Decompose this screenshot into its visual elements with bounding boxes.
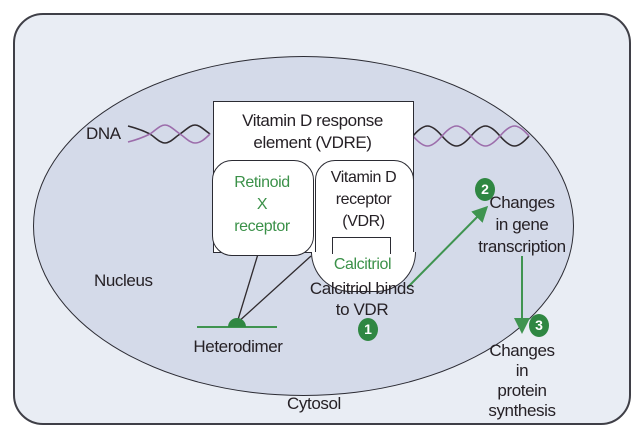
- arrow-step2: [407, 205, 489, 288]
- dna-helix-left-icon: [127, 124, 211, 144]
- calcitriol-binding-plug: [332, 237, 391, 254]
- vitamin-d-receptor-label: Vitamin D receptor (VDR): [330, 169, 397, 230]
- step-1-caption: Calcitriol binds to VDR: [309, 279, 415, 319]
- step-3-caption: Changes in protein synthesis: [488, 341, 556, 420]
- calcitriol-label: Calcitriol: [333, 256, 392, 273]
- heterodimer-label: Heterodimer: [193, 337, 283, 356]
- retinoid-x-receptor-box: [212, 160, 314, 256]
- step-2-badge: 2: [475, 178, 495, 201]
- step-1-badge: 1: [358, 318, 378, 341]
- retinoid-x-receptor-label: Retinoid X receptor: [234, 174, 290, 235]
- step-2-caption: Changes in gene transcription: [478, 193, 566, 256]
- step-3-badge: 3: [529, 314, 549, 337]
- cytosol-label: Cytosol: [287, 394, 341, 413]
- heterodimer-pointer-to-vdr: [236, 255, 312, 324]
- dna-label: DNA: [86, 124, 121, 143]
- vdre-title: Vitamin D response element (VDRE): [242, 111, 383, 152]
- dna-helix-right-icon: [412, 125, 530, 147]
- heterodimer-pointer-to-rxr: [236, 253, 259, 324]
- nucleus-label: Nucleus: [94, 271, 153, 290]
- heterodimer-dot: [228, 318, 246, 327]
